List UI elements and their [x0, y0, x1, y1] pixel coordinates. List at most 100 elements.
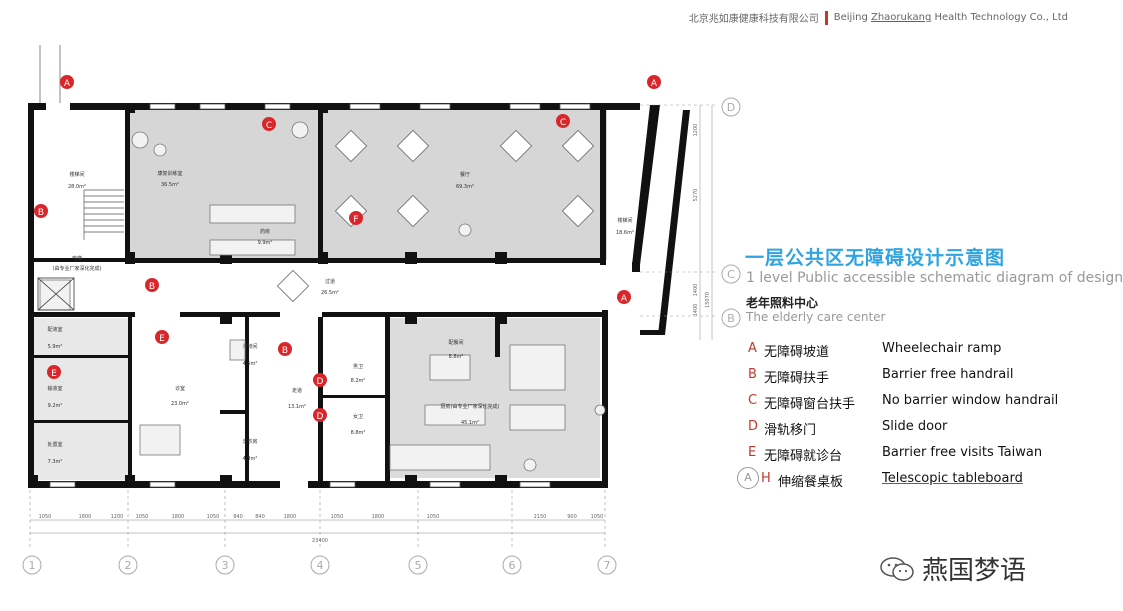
- legend-item: D 滑轨移门 Slide door: [745, 417, 1075, 443]
- room-area: 45.1m²: [461, 420, 479, 426]
- dim-label: 1200: [111, 514, 124, 520]
- dim-label: 900: [567, 514, 577, 520]
- room-label: 配液室: [47, 326, 62, 333]
- grid-col-label: 4: [317, 559, 324, 572]
- marker-e: E: [47, 365, 61, 379]
- marker-b: B: [145, 278, 159, 292]
- dim-label: 1800: [372, 514, 385, 520]
- dim-label: 1800: [172, 514, 185, 520]
- marker-a: A: [60, 75, 74, 89]
- header: 北京兆如康健康科技有限公司 Beijing Zhaorukang Health …: [689, 10, 1068, 25]
- dim-total: 23400: [312, 538, 328, 544]
- room-area: 26.5m²: [321, 290, 339, 296]
- dim-label: 1400: [693, 284, 699, 297]
- legend-letter-circle: A: [737, 467, 759, 489]
- grid-bubbles: [22, 97, 741, 575]
- room-area: 4.3m²: [243, 456, 258, 462]
- legend-letter: C: [748, 393, 758, 408]
- marker-b: B: [278, 342, 292, 356]
- dimension-lines: [30, 105, 713, 534]
- room-label: 诊室: [175, 385, 185, 392]
- legend-en: Slide door: [882, 419, 948, 434]
- svg-text:D: D: [317, 412, 324, 422]
- dim-total: 15070: [705, 292, 711, 308]
- room-label: 女卫: [353, 413, 363, 420]
- room-area: 13.1m²: [288, 404, 306, 410]
- dimension-labels: 1050 1800 1200 1050 1800 1050 840 840 18…: [39, 124, 711, 544]
- legend-item: A 无障碍坡道 Wheelechair ramp: [745, 339, 1075, 365]
- legend-item: C 无障碍窗台扶手 No barrier window handrail: [745, 391, 1075, 417]
- furniture: [39, 121, 606, 472]
- room-area: 8.8m²: [449, 354, 464, 360]
- wechat-icon: [880, 556, 914, 581]
- dim-label: 840: [233, 514, 243, 520]
- legend: A 无障碍坡道 Wheelechair ramp B 无障碍扶手 Barrier…: [737, 339, 1075, 495]
- room-area: 9.2m²: [48, 403, 63, 409]
- dim-label: 1050: [591, 514, 604, 520]
- room-label: 药房: [260, 228, 270, 235]
- company-zh: 北京兆如康健康科技有限公司: [688, 14, 819, 25]
- dim-label: 1400: [693, 304, 699, 317]
- title-en: 1 level Public accessible schematic diag…: [746, 270, 1123, 286]
- dim-label: 1800: [284, 514, 297, 520]
- clinic-floor: [30, 318, 130, 480]
- marker-e: E: [155, 330, 169, 344]
- legend-letter: B: [748, 367, 757, 382]
- room-label: 康复训练室: [157, 170, 182, 177]
- svg-text:A: A: [64, 79, 71, 89]
- grid-row-label: C: [727, 268, 735, 281]
- grid-row-label: B: [727, 312, 735, 325]
- svg-text:A: A: [621, 294, 628, 304]
- room-label: 过道: [325, 278, 335, 285]
- room-label: 厨房(由专业厂家深化完成): [441, 403, 500, 410]
- room-label: 洗衣房: [242, 438, 257, 445]
- room-label: 餐厅: [460, 171, 470, 178]
- room-area: 7.3m²: [48, 459, 63, 465]
- svg-text:C: C: [560, 118, 566, 128]
- dim-label: 1800: [79, 514, 92, 520]
- marker-d: D: [313, 408, 327, 422]
- accessibility-markers: A A A B B B C C F E E D D: [34, 75, 661, 422]
- svg-text:B: B: [149, 282, 155, 292]
- legend-letter: E: [748, 445, 757, 460]
- room-area: 28.0m²: [68, 184, 86, 190]
- marker-c: C: [556, 114, 570, 128]
- room-area: 8.8m²: [351, 430, 366, 436]
- marker-d: D: [313, 373, 327, 387]
- room-label: 走道: [292, 387, 302, 394]
- room-area: 4.5m²: [243, 361, 258, 367]
- room-label: 男卫: [353, 364, 363, 370]
- dim-label: 1050: [136, 514, 149, 520]
- room-label: 楼梯间: [617, 217, 632, 224]
- dim-label: 1050: [207, 514, 220, 520]
- svg-text:E: E: [159, 334, 165, 344]
- brand: 燕国梦语: [880, 550, 1026, 587]
- dim-label: 1050: [39, 514, 52, 520]
- legend-zh: 无障碍就诊台: [764, 449, 843, 464]
- svg-text:F: F: [353, 215, 358, 225]
- legend-item: E 无障碍就诊台 Barrier free visits Taiwan: [745, 443, 1075, 469]
- room-label: 输液室: [47, 385, 62, 392]
- grid-col-label: 5: [415, 559, 422, 572]
- legend-zh: 伸缩餐桌板: [778, 475, 844, 490]
- legend-en: No barrier window handrail: [882, 393, 1059, 408]
- room-area: 23.0m²: [171, 401, 189, 407]
- grid-col-label: 3: [222, 559, 229, 572]
- legend-en: Wheelechair ramp: [882, 341, 1002, 356]
- legend-zh: 滑轨移门: [764, 423, 817, 438]
- room-label: 处置室: [47, 441, 62, 448]
- legend-en: Barrier free visits Taiwan: [882, 445, 1043, 460]
- marker-a: A: [647, 75, 661, 89]
- legend-zh: 无障碍坡道: [764, 345, 830, 360]
- svg-text:E: E: [51, 369, 57, 379]
- room-area: 8.2m²: [351, 378, 366, 384]
- legend-en: Barrier free handrail: [882, 367, 1014, 382]
- dim-label: 1050: [331, 514, 344, 520]
- room-area: 36.5m²: [161, 182, 179, 188]
- grid-col-label: 7: [604, 559, 611, 572]
- grid-col-label: 1: [29, 559, 36, 572]
- subtitle-en: The elderly care center: [746, 310, 886, 324]
- windows: [49, 103, 591, 488]
